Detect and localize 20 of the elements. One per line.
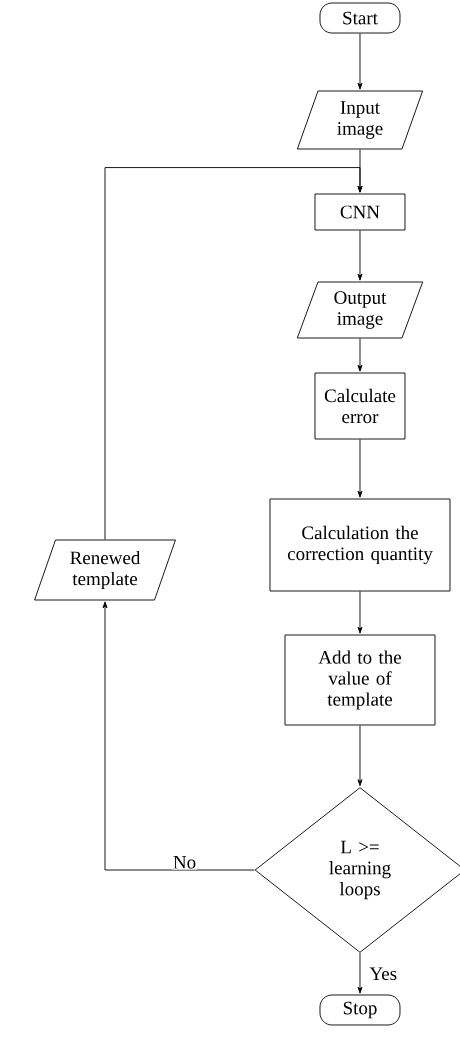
process-box: Calculation the correction quantity	[269, 498, 451, 592]
arrow	[357, 725, 363, 787]
terminal-box: Stop	[319, 994, 401, 1026]
arrow	[357, 230, 363, 281]
arrow	[357, 33, 363, 90]
io-parallelogram: Input image	[296, 90, 424, 150]
arrow	[102, 601, 255, 871]
edge-label: No	[171, 854, 198, 870]
arrow	[357, 338, 363, 372]
process-box: Add to the value of template	[284, 634, 436, 726]
arrow	[357, 439, 363, 498]
edge-label: Yes	[368, 966, 399, 982]
arrow	[357, 591, 363, 634]
process-box: Calculate error	[314, 372, 406, 440]
arrow	[104, 167, 363, 540]
arrow	[357, 952, 363, 994]
process-box: CNN	[314, 193, 406, 231]
io-parallelogram: Renewed template	[34, 539, 176, 601]
io-parallelogram: Output image	[296, 281, 424, 339]
terminal-box: Start	[319, 2, 401, 34]
